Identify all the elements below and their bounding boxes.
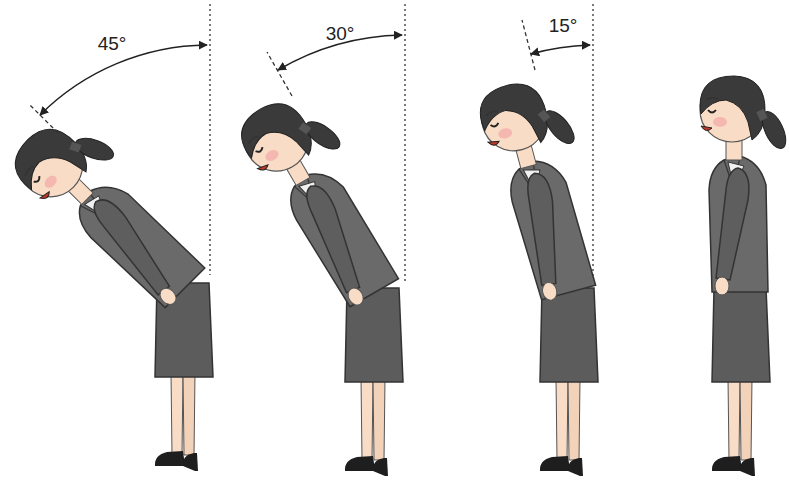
body-axis: [267, 52, 292, 96]
body-axis: [29, 104, 58, 133]
angle-label: 45°: [98, 33, 127, 55]
standing-woman: [700, 76, 789, 476]
angle-arc: [531, 45, 590, 54]
upper-body: [700, 76, 789, 295]
bowing-woman: [232, 80, 420, 476]
body-axis-lines: [29, 20, 535, 133]
vertical-reference: [592, 4, 593, 290]
lower-body: [712, 288, 770, 476]
bowing-woman: [4, 99, 223, 471]
angle-label: 30°: [326, 23, 355, 45]
angle-label: 15°: [549, 15, 578, 37]
upper-body: [4, 99, 223, 318]
lower-body: [155, 283, 213, 471]
upper-body: [232, 80, 420, 315]
angle-arc: [40, 45, 207, 115]
lower-body: [345, 288, 403, 476]
upper-body: [474, 71, 618, 306]
lower-body: [540, 288, 598, 476]
vertical-reference: [209, 4, 210, 275]
vertical-reference: [404, 4, 405, 282]
bowing-woman: [474, 71, 618, 476]
body-axis: [522, 20, 535, 70]
